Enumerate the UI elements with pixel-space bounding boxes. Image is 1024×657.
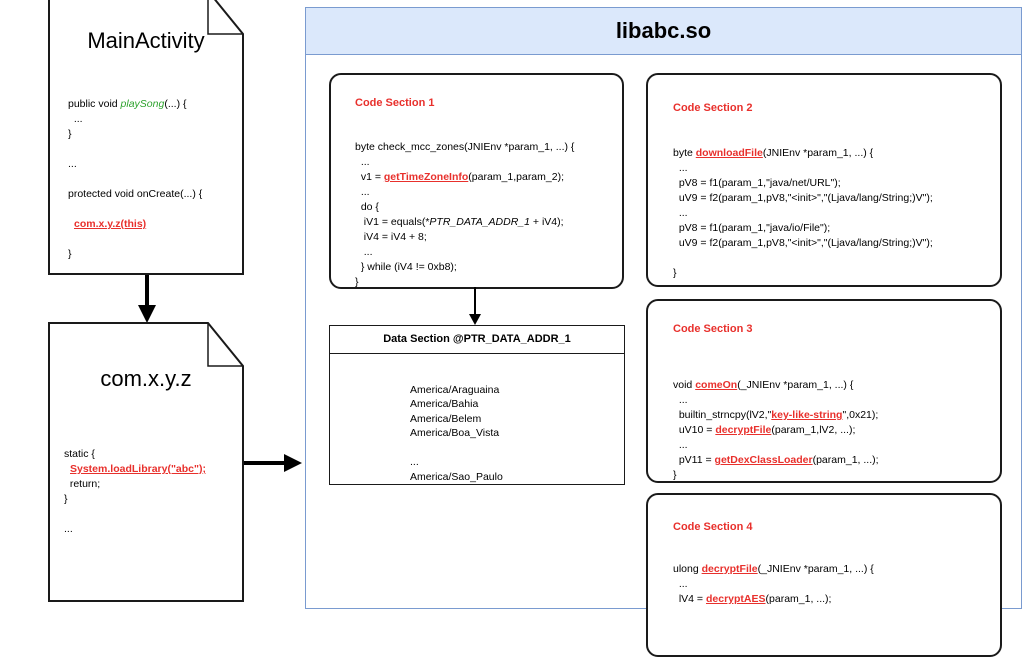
code-line: uV9 = f2(param_1,pV8,"<init>","(Ljava/la… xyxy=(673,192,933,204)
code-line: ... xyxy=(64,523,73,535)
code-line: } xyxy=(673,469,677,481)
code-line: ... xyxy=(673,207,688,219)
xyz-title: com.x.y.z xyxy=(100,366,192,391)
code-line: } xyxy=(673,267,677,279)
section-title: Code Section 2 xyxy=(673,102,753,114)
list-item: ... xyxy=(410,456,419,468)
code-line: ... xyxy=(68,158,77,170)
code-line: pV11 = getDexClassLoader(param_1, ...); xyxy=(673,454,879,466)
code-line: ... xyxy=(355,156,370,168)
arrow-down-icon xyxy=(138,275,156,323)
list-item: America/Araguaina xyxy=(410,383,500,396)
code-line: } while (iV4 != 0xb8); xyxy=(355,261,457,273)
code-line: do { xyxy=(355,201,379,213)
main-activity-title: MainActivity xyxy=(87,28,205,53)
code-section-2: Code Section 2 byte downloadFile(JNIEnv … xyxy=(646,73,1002,287)
code-line: lV4 = decryptAES(param_1, ...); xyxy=(673,593,832,605)
code-line: ... xyxy=(355,186,370,198)
code-line: ... xyxy=(673,578,688,590)
code-line: public void playSong(...) { xyxy=(68,98,187,110)
code-line: } xyxy=(355,276,359,288)
xyz-doc: com.x.y.z static { System.loadLibrary("a… xyxy=(48,322,244,602)
code-line: protected void onCreate(...) { xyxy=(68,188,203,200)
code-section-4: Code Section 4 ulong decryptFile(_JNIEnv… xyxy=(646,493,1002,657)
main-activity-doc: MainActivity public void playSong(...) {… xyxy=(48,0,244,275)
lib-title: libabc.so xyxy=(306,8,1021,55)
code-line-highlight: System.loadLibrary("abc"); xyxy=(70,463,206,475)
code-line: } xyxy=(64,493,68,505)
code-line: v1 = getTimeZoneInfo(param_1,param_2); xyxy=(355,171,564,183)
code-line: iV4 = iV4 + 8; xyxy=(355,231,427,243)
code-line: pV8 = f1(param_1,"java/net/URL"); xyxy=(673,177,841,189)
lib-body: Code Section 1 byte check_mcc_zones(JNIE… xyxy=(306,55,1021,657)
code-line: uV10 = decryptFile(param_1,lV2, ...); xyxy=(673,424,856,436)
list-item: America/Boa_Vista xyxy=(410,427,500,439)
section-title: Code Section 1 xyxy=(355,97,435,109)
section-code: void comeOn(_JNIEnv *param_1, ...) { ...… xyxy=(673,363,879,498)
code-section-1: Code Section 1 byte check_mcc_zones(JNIE… xyxy=(329,73,624,289)
code-line: byte check_mcc_zones(JNIEnv *param_1, ..… xyxy=(355,141,575,153)
list-item: America/Bahia xyxy=(410,398,479,410)
code-line: ... xyxy=(355,246,373,258)
code-line: uV9 = f2(param_1,pV8,"<init>","(Ljava/la… xyxy=(673,237,933,249)
code-line: builtin_strncpy(lV2,"key-like-string",0x… xyxy=(673,409,879,421)
document-shape-icon xyxy=(48,322,244,602)
code-line: iV1 = equals(*PTR_DATA_ADDR_1 + iV4); xyxy=(355,216,564,228)
data-section: Data Section @PTR_DATA_ADDR_1 America/Ar… xyxy=(329,325,625,485)
data-section-title: Data Section @PTR_DATA_ADDR_1 xyxy=(330,326,624,354)
code-line: void comeOn(_JNIEnv *param_1, ...) { xyxy=(673,379,854,391)
xyz-code: static { System.loadLibrary("abc"); retu… xyxy=(64,432,206,552)
code-section-3: Code Section 3 void comeOn(_JNIEnv *para… xyxy=(646,299,1002,483)
code-line: } xyxy=(68,248,72,260)
arrow-right-icon xyxy=(244,454,302,472)
code-line: ... xyxy=(673,439,688,451)
lib-container: libabc.so Code Section 1 byte check_mcc_… xyxy=(305,7,1022,657)
code-line: } xyxy=(68,128,72,140)
data-section-list: America/Araguaina America/Bahia America/… xyxy=(410,368,503,499)
code-line-highlight: com.x.y.z(this) xyxy=(74,218,147,230)
code-line: return; xyxy=(64,478,101,490)
main-activity-code: public void playSong(...) { ... } ... pr… xyxy=(68,82,202,277)
code-line: ulong decryptFile(_JNIEnv *param_1, ...)… xyxy=(673,563,874,575)
section-title: Code Section 3 xyxy=(673,323,753,335)
code-line: byte downloadFile(JNIEnv *param_1, ...) … xyxy=(673,147,874,159)
arrow-down-icon xyxy=(469,287,481,325)
list-item: America/Sao_Paulo xyxy=(410,470,503,483)
document-shape-icon xyxy=(48,0,244,275)
code-line: ... xyxy=(673,394,688,406)
code-line: pV8 = f1(param_1,"java/io/File"); xyxy=(673,222,831,234)
list-item: America/Belem xyxy=(410,412,482,425)
code-line: static { xyxy=(64,448,95,460)
section-code: byte downloadFile(JNIEnv *param_1, ...) … xyxy=(673,131,933,296)
section-title: Code Section 4 xyxy=(673,521,753,533)
code-line: ... xyxy=(673,162,688,174)
code-line: ... xyxy=(68,113,83,125)
section-code: byte check_mcc_zones(JNIEnv *param_1, ..… xyxy=(355,125,574,305)
